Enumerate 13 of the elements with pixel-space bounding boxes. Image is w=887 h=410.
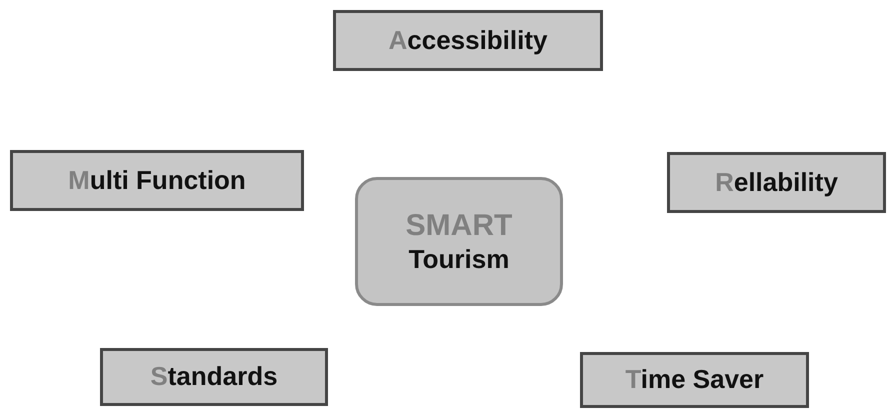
label-box — [10, 150, 304, 211]
label-box — [333, 10, 603, 71]
label-box — [667, 152, 886, 213]
box-label: Multi Function — [68, 164, 246, 196]
box-label: Time Saver — [625, 364, 764, 396]
center-rounded-box — [355, 177, 563, 306]
box-label: Rellability — [715, 166, 838, 198]
center-title: SMART — [406, 208, 512, 244]
box-label: Standards — [150, 361, 278, 393]
label-box — [580, 352, 809, 408]
box-label: Tourism — [408, 244, 510, 276]
label-box — [100, 348, 328, 406]
box-label: Accessibility — [388, 24, 548, 56]
